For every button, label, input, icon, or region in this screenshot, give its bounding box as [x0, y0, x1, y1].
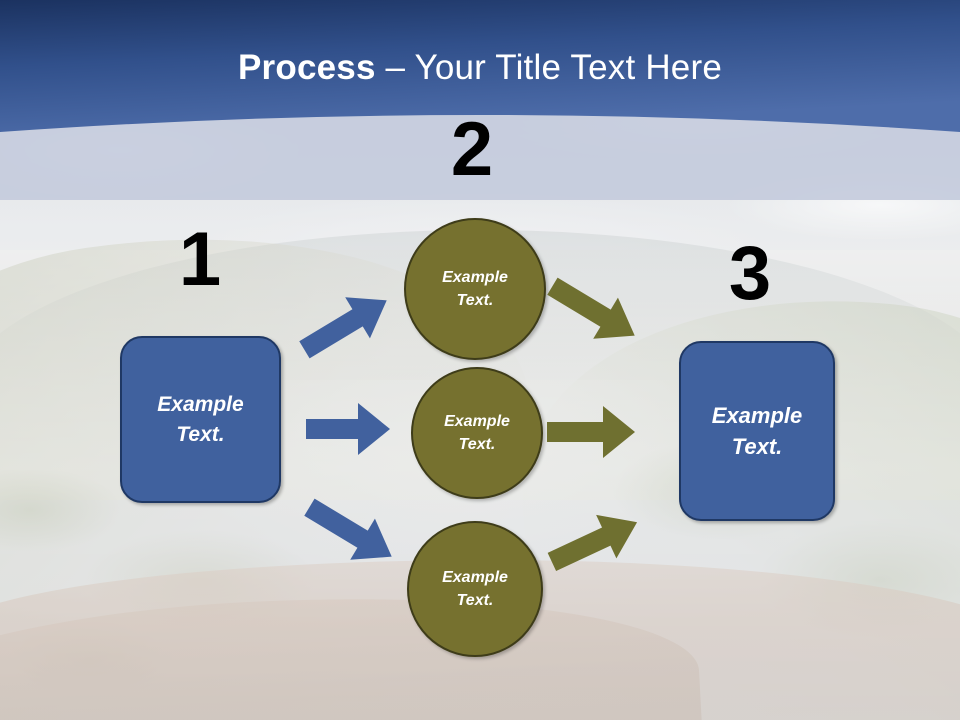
- circle-node-bottom[interactable]: Example Text.: [407, 521, 543, 657]
- circle-node-middle-line1: Example: [444, 412, 510, 430]
- left-input-box[interactable]: Example Text.: [120, 336, 281, 503]
- step-number-2: 2: [450, 107, 494, 192]
- left-input-box-text: Example Text.: [157, 390, 243, 450]
- page-title-bold: Process: [238, 48, 376, 87]
- arrow-olive-up-right-icon: [547, 500, 651, 572]
- header-banner: [0, 0, 960, 200]
- arrow-blue-right-icon: [306, 400, 392, 458]
- page-title-rest: – Your Title Text Here: [375, 48, 722, 87]
- arrow-olive-right-icon: [547, 403, 637, 461]
- circle-node-top-line2: Text.: [456, 292, 494, 309]
- circle-node-middle[interactable]: Example Text.: [411, 367, 543, 499]
- arrow-blue-down-right-icon: [302, 498, 406, 580]
- circle-node-top-text: Example Text.: [442, 266, 508, 312]
- right-output-box-line2: Text.: [731, 434, 783, 459]
- circle-node-bottom-line2: Text.: [456, 592, 494, 609]
- circle-node-bottom-text: Example Text.: [442, 566, 508, 612]
- arrow-olive-down-right-icon: [545, 277, 649, 359]
- right-output-box[interactable]: Example Text.: [679, 341, 835, 521]
- header-banner-fill: [0, 0, 960, 132]
- right-output-box-line1: Example: [711, 402, 803, 428]
- arrow-blue-up-right-icon: [297, 277, 401, 359]
- circle-node-middle-line2: Text.: [458, 436, 496, 453]
- left-input-box-line2: Text.: [176, 422, 225, 446]
- circle-node-top-line1: Example: [442, 268, 508, 286]
- right-output-box-text: Example Text.: [712, 400, 803, 462]
- circle-node-top[interactable]: Example Text.: [404, 218, 546, 360]
- step-number-3: 3: [728, 231, 772, 316]
- page-title: Process – Your Title Text Here: [0, 48, 960, 88]
- step-number-1: 1: [178, 217, 222, 302]
- left-input-box-line1: Example: [157, 392, 244, 416]
- header-arc-light: [0, 110, 960, 200]
- circle-node-bottom-line1: Example: [442, 568, 508, 586]
- circle-node-middle-text: Example Text.: [444, 410, 510, 456]
